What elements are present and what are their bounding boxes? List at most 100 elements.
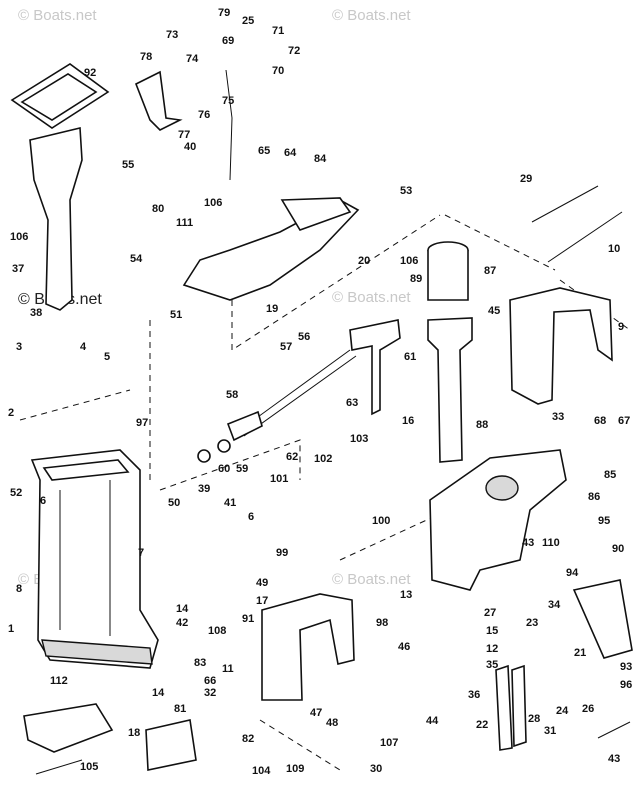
callout: 62 bbox=[286, 451, 298, 463]
callout: 50 bbox=[168, 497, 180, 509]
watermark-top-left: © Boats.net bbox=[18, 7, 97, 24]
callout: 91 bbox=[242, 613, 254, 625]
callout: 29 bbox=[520, 173, 532, 185]
callout: 12 bbox=[486, 643, 498, 655]
callout: 52 bbox=[10, 487, 22, 499]
callout: 46 bbox=[398, 641, 410, 653]
callout: 97 bbox=[136, 417, 148, 429]
callout: 40 bbox=[184, 141, 196, 153]
callout: 87 bbox=[484, 265, 496, 277]
callout: 90 bbox=[612, 543, 624, 555]
callout: 64 bbox=[284, 147, 297, 159]
clamp-levers bbox=[495, 664, 527, 751]
callout: 106 bbox=[10, 231, 28, 243]
stern-bracket bbox=[261, 593, 355, 701]
callout: 103 bbox=[350, 433, 368, 445]
callout: 3 bbox=[16, 341, 22, 353]
tilt-pin bbox=[597, 721, 631, 739]
callout: 78 bbox=[140, 51, 152, 63]
callout: 4 bbox=[80, 341, 87, 353]
watermark-mid-right: © Boats.net bbox=[332, 289, 411, 306]
callout: 63 bbox=[346, 397, 358, 409]
callout: 55 bbox=[122, 159, 134, 171]
callout: 14 bbox=[152, 687, 165, 699]
bolt-105 bbox=[35, 759, 83, 775]
callout: 28 bbox=[528, 713, 540, 725]
callout: 42 bbox=[176, 617, 188, 629]
callout: 13 bbox=[400, 589, 412, 601]
callout: 77 bbox=[178, 129, 190, 141]
callout: 106 bbox=[204, 197, 222, 209]
callout: 75 bbox=[222, 95, 234, 107]
shift-cable bbox=[197, 349, 357, 463]
callout: 106 bbox=[400, 255, 418, 267]
callout: 53 bbox=[400, 185, 412, 197]
callout: 81 bbox=[174, 703, 186, 715]
callout: 43 bbox=[522, 537, 534, 549]
callout: 71 bbox=[272, 25, 284, 37]
callout: 84 bbox=[314, 153, 327, 165]
callout: 19 bbox=[266, 303, 278, 315]
callout: 79 bbox=[218, 7, 230, 19]
callout: 67 bbox=[618, 415, 630, 427]
callout: 54 bbox=[130, 253, 143, 265]
callout: 110 bbox=[542, 537, 560, 549]
callout: 101 bbox=[270, 473, 288, 485]
watermark-top-right: © Boats.net bbox=[332, 7, 411, 24]
callout: 6 bbox=[248, 511, 254, 523]
callout: 108 bbox=[208, 625, 226, 637]
callout: 11 bbox=[222, 663, 234, 675]
callout: 96 bbox=[620, 679, 632, 691]
callout: 69 bbox=[222, 35, 234, 47]
callout: 18 bbox=[128, 727, 140, 739]
callout: 26 bbox=[582, 703, 594, 715]
callout: 33 bbox=[552, 411, 564, 423]
callout: 38 bbox=[30, 307, 42, 319]
callout: 73 bbox=[166, 29, 178, 41]
callout: 2 bbox=[8, 407, 14, 419]
callout: 30 bbox=[370, 763, 382, 775]
callout: 45 bbox=[488, 305, 500, 317]
callout: 35 bbox=[486, 659, 498, 671]
callout: 59 bbox=[236, 463, 248, 475]
callout: 16 bbox=[402, 415, 414, 427]
callout: 5 bbox=[104, 351, 110, 363]
clamp-bracket bbox=[509, 287, 613, 405]
exhaust-housing bbox=[10, 63, 110, 311]
callout: 1 bbox=[8, 623, 14, 635]
tilt-lever bbox=[349, 319, 401, 416]
watermark-bottom-right: © Boats.net bbox=[332, 571, 411, 588]
callout: 80 bbox=[152, 203, 164, 215]
callout: 7 bbox=[138, 547, 144, 559]
callout: 82 bbox=[242, 733, 254, 745]
lower-cover bbox=[23, 703, 114, 753]
callout: 23 bbox=[526, 617, 538, 629]
callout: 74 bbox=[186, 53, 199, 65]
callout: 36 bbox=[468, 689, 480, 701]
callout: 70 bbox=[272, 65, 284, 77]
clamp-plate bbox=[572, 579, 633, 659]
callout: 92 bbox=[84, 67, 96, 79]
callout: 10 bbox=[608, 243, 620, 255]
callout: 17 bbox=[256, 595, 268, 607]
callout: 24 bbox=[556, 705, 569, 717]
callout: 22 bbox=[476, 719, 488, 731]
callout: 95 bbox=[598, 515, 610, 527]
mount-bracket bbox=[145, 719, 197, 771]
callout: 66 bbox=[204, 675, 216, 687]
upper-mount bbox=[182, 197, 360, 301]
callout: 44 bbox=[426, 715, 439, 727]
callout: 8 bbox=[16, 583, 22, 595]
dashed-guides bbox=[19, 214, 631, 771]
tilt-rod-upper bbox=[531, 185, 599, 223]
callout: 25 bbox=[242, 15, 254, 27]
callout: 56 bbox=[298, 331, 310, 343]
callout: 34 bbox=[548, 599, 561, 611]
tilt-rod-lower bbox=[547, 211, 623, 263]
callout: 98 bbox=[376, 617, 388, 629]
callout: 37 bbox=[12, 263, 24, 275]
callout: 99 bbox=[276, 547, 288, 559]
shift-rod bbox=[225, 69, 233, 181]
callout: 41 bbox=[224, 497, 236, 509]
callout: 89 bbox=[410, 273, 422, 285]
